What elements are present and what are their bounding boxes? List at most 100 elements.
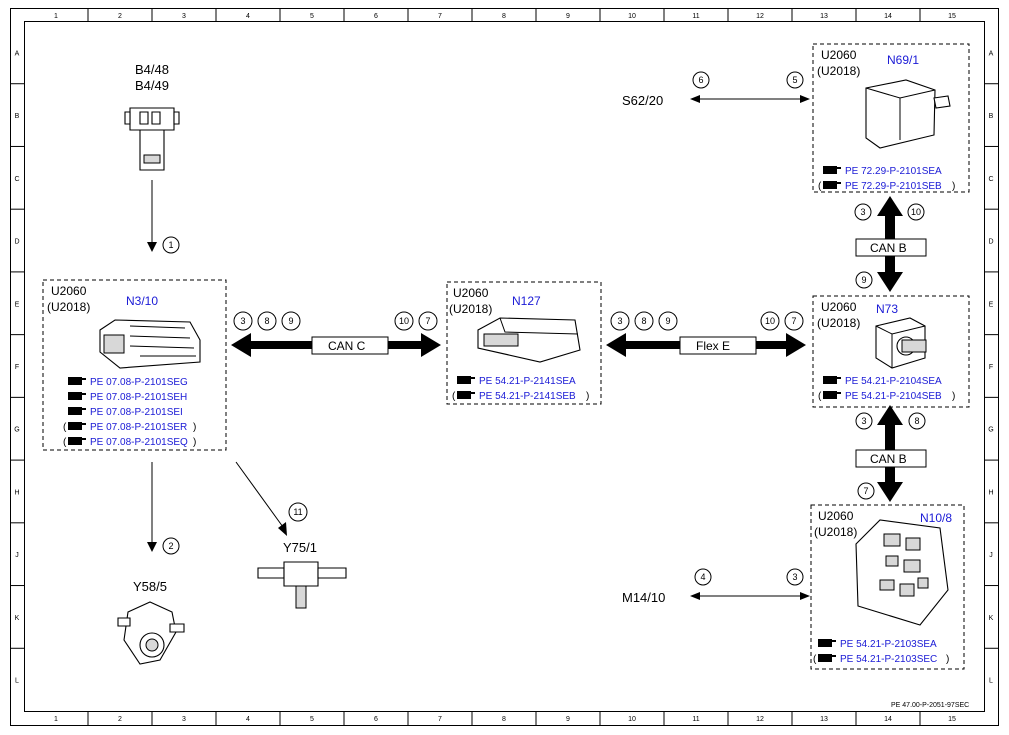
column-label: 3 bbox=[182, 716, 186, 723]
column-label: 6 bbox=[374, 13, 378, 20]
svg-text:PE 54.21-P-2141SEA: PE 54.21-P-2141SEA bbox=[479, 376, 576, 387]
column-label: 5 bbox=[310, 716, 314, 723]
can-b-bottom-bus: CAN B bbox=[855, 405, 927, 502]
can-b-top-signals: 3 10 9 bbox=[854, 203, 925, 289]
door-module-icon bbox=[865, 79, 951, 149]
row-label: B bbox=[15, 113, 20, 120]
n3-10-code: U2060 bbox=[51, 284, 87, 298]
reference-link[interactable]: (PE 54.21-P-2103SEC) bbox=[813, 654, 949, 665]
svg-text:PE 54.21-P-2104SEA: PE 54.21-P-2104SEA bbox=[845, 376, 942, 387]
hand-pointer-icon bbox=[68, 407, 82, 415]
hand-pointer-icon bbox=[457, 391, 471, 399]
n3-10-code-alt: (U2018) bbox=[47, 300, 90, 314]
n73-reference-list: PE 54.21-P-2104SEA (PE 54.21-P-2104SEB) bbox=[818, 376, 955, 402]
row-label: D bbox=[988, 239, 993, 246]
reference-link[interactable]: (PE 54.21-P-2104SEB) bbox=[818, 391, 955, 402]
grid-ticks bbox=[10, 8, 998, 726]
n3-10-name: N3/10 bbox=[126, 294, 158, 308]
can-c-bus: CAN C bbox=[231, 333, 441, 357]
signal-canb-bot-3: 7 bbox=[863, 486, 868, 496]
column-label: 7 bbox=[438, 716, 442, 723]
row-label: L bbox=[15, 678, 19, 685]
svg-text:PE 54.21-P-2103SEA: PE 54.21-P-2103SEA bbox=[840, 639, 937, 650]
reference-link[interactable]: (PE 72.29-P-2101SEB) bbox=[818, 181, 955, 192]
reference-link[interactable]: PE 54.21-P-2103SEA bbox=[818, 639, 937, 650]
reference-link[interactable]: PE 07.08-P-2101SEH bbox=[68, 392, 187, 403]
column-label: 9 bbox=[566, 13, 570, 20]
svg-text:): ) bbox=[946, 654, 949, 665]
svg-text:(: ( bbox=[63, 437, 67, 448]
engine-control-unit-icon bbox=[99, 319, 201, 369]
row-label: D bbox=[14, 239, 19, 246]
column-label: 14 bbox=[884, 716, 892, 723]
column-label: 3 bbox=[182, 13, 186, 20]
reference-link[interactable]: PE 54.21-P-2104SEA bbox=[823, 376, 942, 387]
reference-link[interactable]: PE 72.29-P-2101SEA bbox=[823, 166, 942, 177]
signal-number: 8 bbox=[641, 316, 646, 326]
row-label: G bbox=[988, 427, 993, 434]
column-label: 7 bbox=[438, 13, 442, 20]
reference-link[interactable]: PE 07.08-P-2101SEG bbox=[68, 377, 188, 388]
hand-pointer-icon bbox=[68, 422, 82, 430]
fuel-valve-icon bbox=[257, 561, 347, 609]
flex-e-label: Flex E bbox=[696, 339, 730, 353]
can-b-bottom-signals: 3 8 7 bbox=[855, 412, 926, 500]
svg-text:PE 54.21-P-2141SEB: PE 54.21-P-2141SEB bbox=[479, 391, 576, 402]
signal-2: 2 bbox=[168, 541, 173, 551]
row-label: G bbox=[14, 427, 19, 434]
gateway-module-icon bbox=[477, 317, 581, 363]
row-label: L bbox=[989, 678, 993, 685]
signal-11: 11 bbox=[293, 507, 302, 517]
sam-module-icon bbox=[855, 519, 949, 626]
row-label: K bbox=[15, 615, 20, 622]
svg-text:(: ( bbox=[813, 654, 817, 665]
purge-valve-icon bbox=[117, 601, 185, 665]
sensor-label-2: B4/49 bbox=[135, 78, 169, 93]
n127-reference-list: PE 54.21-P-2141SEA (PE 54.21-P-2141SEB) bbox=[452, 376, 589, 402]
column-label: 4 bbox=[246, 716, 250, 723]
row-label: J bbox=[15, 552, 19, 559]
reference-link[interactable]: PE 07.08-P-2101SEI bbox=[68, 407, 183, 418]
n127-box bbox=[446, 281, 602, 405]
n10-8-code: U2060 bbox=[818, 509, 854, 523]
reference-link[interactable]: (PE 07.08-P-2101SEQ) bbox=[63, 437, 196, 448]
n69-1-name: N69/1 bbox=[887, 53, 919, 67]
column-label: 8 bbox=[502, 13, 506, 20]
signal-s62-left: 6 bbox=[698, 75, 703, 85]
reference-link[interactable]: PE 54.21-P-2141SEA bbox=[457, 376, 576, 387]
signal-number: 10 bbox=[399, 316, 409, 326]
column-label: 10 bbox=[628, 716, 636, 723]
n69-1-box bbox=[812, 43, 970, 193]
column-label: 1 bbox=[54, 13, 58, 20]
signal-s62-right: 5 bbox=[792, 75, 797, 85]
reference-link[interactable]: (PE 07.08-P-2101SER) bbox=[63, 422, 196, 433]
outer-border bbox=[10, 8, 999, 726]
n127-name: N127 bbox=[512, 294, 541, 308]
hand-pointer-icon bbox=[823, 166, 837, 174]
column-label: 1 bbox=[54, 716, 58, 723]
hand-pointer-icon bbox=[823, 181, 837, 189]
signal-number: 3 bbox=[240, 316, 245, 326]
reference-link[interactable]: (PE 54.21-P-2141SEB) bbox=[452, 391, 589, 402]
svg-text:): ) bbox=[952, 391, 955, 402]
svg-text:): ) bbox=[193, 422, 196, 433]
hand-pointer-icon bbox=[823, 391, 837, 399]
row-label: C bbox=[988, 176, 993, 183]
ignition-switch-icon bbox=[875, 317, 927, 369]
column-label: 12 bbox=[756, 13, 764, 20]
n73-code-alt: (U2018) bbox=[817, 316, 860, 330]
signal-canb-top-1: 3 bbox=[860, 207, 865, 217]
svg-text:PE 07.08-P-2101SEQ: PE 07.08-P-2101SEQ bbox=[90, 437, 188, 448]
column-label: 10 bbox=[628, 13, 636, 20]
hand-pointer-icon bbox=[818, 654, 832, 662]
column-label: 5 bbox=[310, 13, 314, 20]
s62-20-label: S62/20 bbox=[622, 93, 663, 108]
